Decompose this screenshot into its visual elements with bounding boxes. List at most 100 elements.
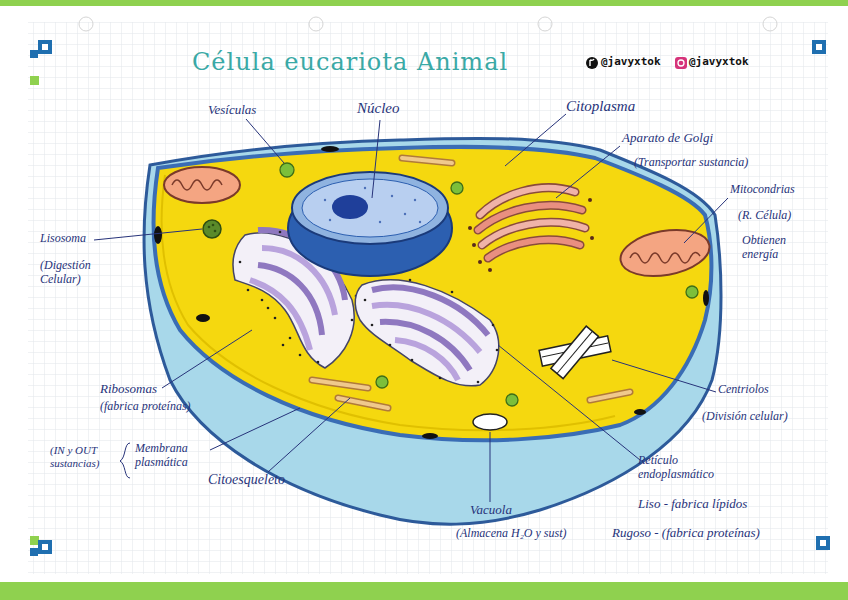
membrane-marks	[196, 314, 210, 322]
cytoskeleton	[402, 158, 452, 163]
rough-er-left	[258, 265, 322, 335]
corner-marks	[812, 40, 826, 54]
leader-lines	[684, 198, 728, 243]
cytoskeleton	[312, 380, 368, 388]
rough-er-right	[451, 291, 454, 294]
function-note: (R. Célula)	[738, 209, 791, 223]
part-name: Citoplasma	[566, 98, 635, 115]
paper	[763, 17, 777, 31]
membrane-marks	[634, 409, 646, 415]
nucleus	[302, 179, 438, 237]
rough-er-left	[317, 361, 320, 364]
part-name: Lisosoma	[40, 232, 86, 246]
lysosome	[208, 226, 211, 229]
corner-marks	[38, 40, 52, 54]
golgi	[488, 268, 492, 272]
cell-body	[162, 175, 615, 430]
rough-er-left	[250, 280, 310, 350]
leader-lines	[246, 119, 284, 163]
rough-er-right	[409, 279, 412, 282]
rough-er-left	[274, 317, 277, 320]
function-note: Rugoso - (fabrica proteínas)	[612, 526, 760, 541]
social-icons	[675, 57, 687, 69]
diagram-title: Célula eucariota Animal	[192, 48, 508, 76]
cytoskeleton	[338, 398, 388, 408]
cytoskeleton	[312, 380, 368, 388]
rough-er-right	[355, 279, 498, 386]
centrioles	[539, 326, 611, 378]
social-icons	[586, 57, 687, 69]
rough-er-left	[247, 289, 250, 292]
leader-lines	[556, 146, 620, 198]
cell-body	[153, 147, 711, 440]
rough-er-left	[279, 231, 282, 234]
function-note: (fabrica proteínas)	[100, 400, 191, 414]
mitochondria	[630, 252, 700, 263]
leader-lines	[490, 432, 491, 502]
leader-lines	[268, 398, 350, 472]
rough-er-left	[289, 337, 292, 340]
cytoskeleton	[590, 392, 630, 400]
lysosome	[212, 224, 215, 227]
rough-er-right	[477, 381, 480, 384]
nucleus	[419, 221, 421, 223]
nucleus	[332, 195, 368, 219]
rough-er-left	[282, 344, 285, 347]
paper	[0, 582, 848, 600]
paper	[538, 17, 552, 31]
social-icons	[678, 60, 684, 66]
golgi	[488, 240, 580, 258]
part-name: Membrana plasmática	[135, 442, 207, 470]
function-note: (División celular)	[702, 410, 788, 424]
golgi	[468, 198, 594, 272]
leader-lines	[210, 408, 300, 450]
part-name: Retículo endoplasmático	[638, 454, 738, 482]
corner-marks	[38, 540, 52, 554]
nucleus	[364, 187, 366, 189]
membrane-marks	[154, 146, 709, 439]
function-note: (Digestión Celular)	[40, 259, 104, 287]
social-icons	[590, 59, 594, 66]
rough-er-right	[364, 299, 367, 302]
part-name: Centriolos	[718, 383, 769, 397]
lysosome	[203, 220, 221, 238]
rough-er-left	[299, 354, 302, 357]
cell-body	[144, 138, 721, 524]
cytoskeleton	[590, 392, 630, 400]
golgi	[590, 236, 594, 240]
nucleus	[324, 199, 326, 201]
vesicles	[280, 163, 294, 177]
rough-er-right	[371, 324, 374, 327]
function-note: (Almacena H₂O y sust)	[456, 527, 566, 541]
part-name: Citoesqueleto	[208, 472, 285, 488]
leader-lines	[612, 360, 716, 392]
part-name: Ribosomas	[100, 382, 157, 397]
leader-lines	[505, 114, 566, 166]
mitochondria	[164, 167, 240, 203]
centrioles	[551, 326, 599, 378]
corner-marks	[816, 44, 822, 50]
part-name: Mitocondrias	[730, 183, 795, 197]
rough-er-right	[439, 377, 442, 380]
cell-body	[144, 138, 721, 524]
corner-marks	[30, 50, 38, 58]
centrioles	[557, 331, 592, 373]
nucleus	[288, 172, 452, 276]
leader-lines	[372, 120, 380, 198]
membrane-marks	[422, 433, 438, 439]
lysosome	[203, 220, 221, 238]
vesicles	[451, 182, 463, 194]
cytoskeleton	[402, 158, 452, 163]
vacuole	[473, 414, 507, 430]
corner-marks	[820, 540, 826, 546]
cytoskeleton	[338, 398, 388, 408]
corner-marks	[30, 76, 39, 85]
golgi	[478, 260, 482, 264]
vesicles	[686, 286, 698, 298]
part-name: Aparato de Golgi	[622, 131, 713, 146]
nucleus	[404, 213, 406, 215]
nucleus	[379, 221, 381, 223]
function-note: (IN y OUT sustancias)	[50, 444, 116, 469]
rough-er-right	[492, 324, 495, 327]
